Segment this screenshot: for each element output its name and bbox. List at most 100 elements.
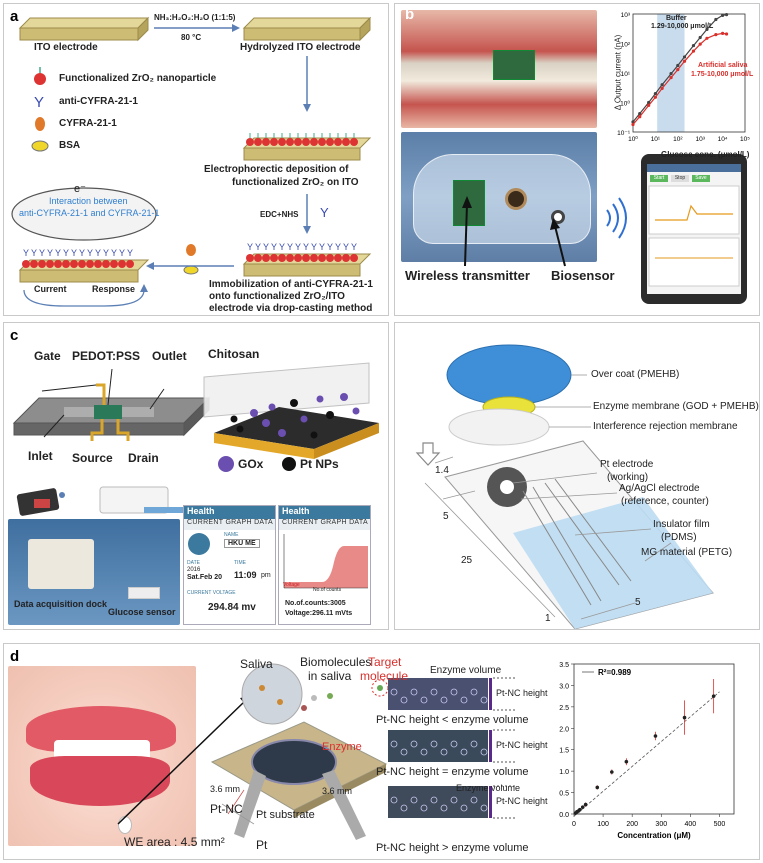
zro2-particle <box>126 260 134 268</box>
zro2-particle <box>294 138 302 146</box>
health-app-current: Health CURRENT GRAPH DATA NAME HKU ME DA… <box>183 505 276 625</box>
x-tick-label: 0 <box>572 821 576 828</box>
x-tick-label: 400 <box>685 821 697 828</box>
antibody-mark: Y <box>63 248 69 258</box>
overcoat-label: Over coat (PMEHB) <box>591 369 680 380</box>
app2-axis-y: Voltage <box>283 582 300 588</box>
legend-cyfra: CYFRA-21-1 <box>59 118 117 129</box>
antibody-mark: Y <box>319 242 325 252</box>
enzyme-dot <box>430 796 438 804</box>
zro2-particle <box>334 138 342 146</box>
zro2-particle <box>350 254 358 262</box>
app2-title: Health <box>279 506 370 519</box>
mouthguard-photo <box>401 132 597 262</box>
enzyme-dot <box>410 740 418 748</box>
gox-dot <box>278 429 286 437</box>
enzyme-dot <box>440 748 448 756</box>
enzyme-dot <box>450 688 458 696</box>
series-line-0 <box>632 14 727 123</box>
buffer-label-2: 1.29-10,000 μmol/L <box>651 23 714 30</box>
cond-3: Pt-NC height > enzyme volume <box>376 842 529 854</box>
antibody-mark: Y <box>31 248 37 258</box>
enzyme-dot <box>470 740 478 748</box>
step-immob-2: onto functionalized ZrO₂/ITO <box>209 291 345 302</box>
saliva-label-2: 1.75-10,000 μmol/L <box>691 71 754 78</box>
zro2-particle <box>270 138 278 146</box>
dim-1: 1 <box>545 613 551 624</box>
zro2-particle <box>262 138 270 146</box>
saliva-label: Saliva <box>240 657 273 671</box>
y-tick-label: 0.5 <box>559 791 569 798</box>
insulator-sub: (PDMS) <box>661 532 697 543</box>
series-point-0 <box>669 72 673 76</box>
zro2-particle <box>342 138 350 146</box>
ptnps-label: Pt NPs <box>300 457 339 471</box>
panel-d-label: d <box>10 648 20 665</box>
gox-dot <box>340 393 348 401</box>
enzyme-dot <box>410 796 418 804</box>
panel-c-graphics <box>12 362 379 516</box>
zro2-particle <box>78 260 86 268</box>
y-tick-label: 1.0 <box>559 769 569 776</box>
app2-tabs[interactable]: CURRENT GRAPH DATA <box>279 519 370 530</box>
enzyme-dot <box>470 688 478 696</box>
electron-label: e⁻ <box>74 183 86 195</box>
series-point-1 <box>698 42 702 46</box>
wireless-label: Wireless transmitter <box>405 268 530 283</box>
step-immob-3: electrode via drop-casting method <box>209 303 373 314</box>
dim-1-4: 1.4 <box>435 465 449 476</box>
agcl-sub: (reference, counter) <box>621 496 709 507</box>
sensor-coil <box>505 188 527 210</box>
series-point-0 <box>660 83 664 87</box>
tablet-btn-start[interactable]: Start <box>650 175 668 182</box>
app1-tabs[interactable]: CURRENT GRAPH DATA <box>184 519 275 530</box>
antibody-mark: Y <box>71 248 77 258</box>
interference-label: Interference rejection membrane <box>593 421 738 432</box>
enzyme-dot <box>430 688 438 696</box>
enzyme-dot <box>400 804 408 812</box>
enzyme-dot <box>390 688 398 696</box>
dim-3-6-a: 3.6 mm <box>210 784 241 794</box>
app1-voltage-label: CURRENT VOLTAGE <box>187 590 236 596</box>
current-label: Current <box>34 284 67 294</box>
zro2-particle <box>278 138 286 146</box>
zro2-particle <box>286 254 294 262</box>
tablet-btn-stop[interactable]: Stop <box>671 175 689 182</box>
x-tick-label: 200 <box>626 821 638 828</box>
data-point <box>578 807 582 812</box>
buffer-label-1: Buffer <box>666 15 687 22</box>
ptnc-height-3: Pt-NC height <box>496 796 548 806</box>
svg-text:Y: Y <box>320 205 329 220</box>
antibody-mark: Y <box>295 242 301 252</box>
enzyme-dot <box>430 740 438 748</box>
zro2-particle <box>326 254 334 262</box>
zro2-particle <box>278 254 286 262</box>
antibody-mark: Y <box>271 242 277 252</box>
antibody-mark: Y <box>23 248 29 258</box>
antibody-mark: Y <box>311 242 317 252</box>
gox-dot <box>316 395 324 403</box>
tablet-toolbar <box>647 164 741 172</box>
hydrolyzed-label: Hydrolyzed ITO electrode <box>240 42 361 53</box>
tablet-btn-save[interactable]: Save <box>692 175 710 182</box>
data-point <box>583 802 588 807</box>
enzyme-volume-b: Enzyme volume <box>456 783 521 793</box>
chart-b-ylabel: Δ Output current (nA) <box>613 34 623 111</box>
antibody-mark: Y <box>103 248 109 258</box>
chitosan-label: Chitosan <box>208 347 260 361</box>
r2-annotation: R²=0.989 <box>598 668 632 677</box>
data-point <box>580 805 585 809</box>
x-tick-label: 10⁰ <box>628 135 638 143</box>
series-point-1 <box>721 31 725 35</box>
y-tick-label: 0.0 <box>559 812 569 819</box>
response-label: Response <box>92 284 136 294</box>
inlet-label: Inlet <box>28 449 53 463</box>
panel-sensor-layers: Over coat (PMEHB) Enzyme membrane (GOD +… <box>394 322 760 630</box>
antibody-mark: Y <box>87 248 93 258</box>
antibody-mark: Y <box>303 242 309 252</box>
series-point-0 <box>721 13 725 17</box>
enzyme-dot <box>480 748 488 756</box>
zro2-particle <box>310 254 318 262</box>
zro2-particle <box>334 254 342 262</box>
